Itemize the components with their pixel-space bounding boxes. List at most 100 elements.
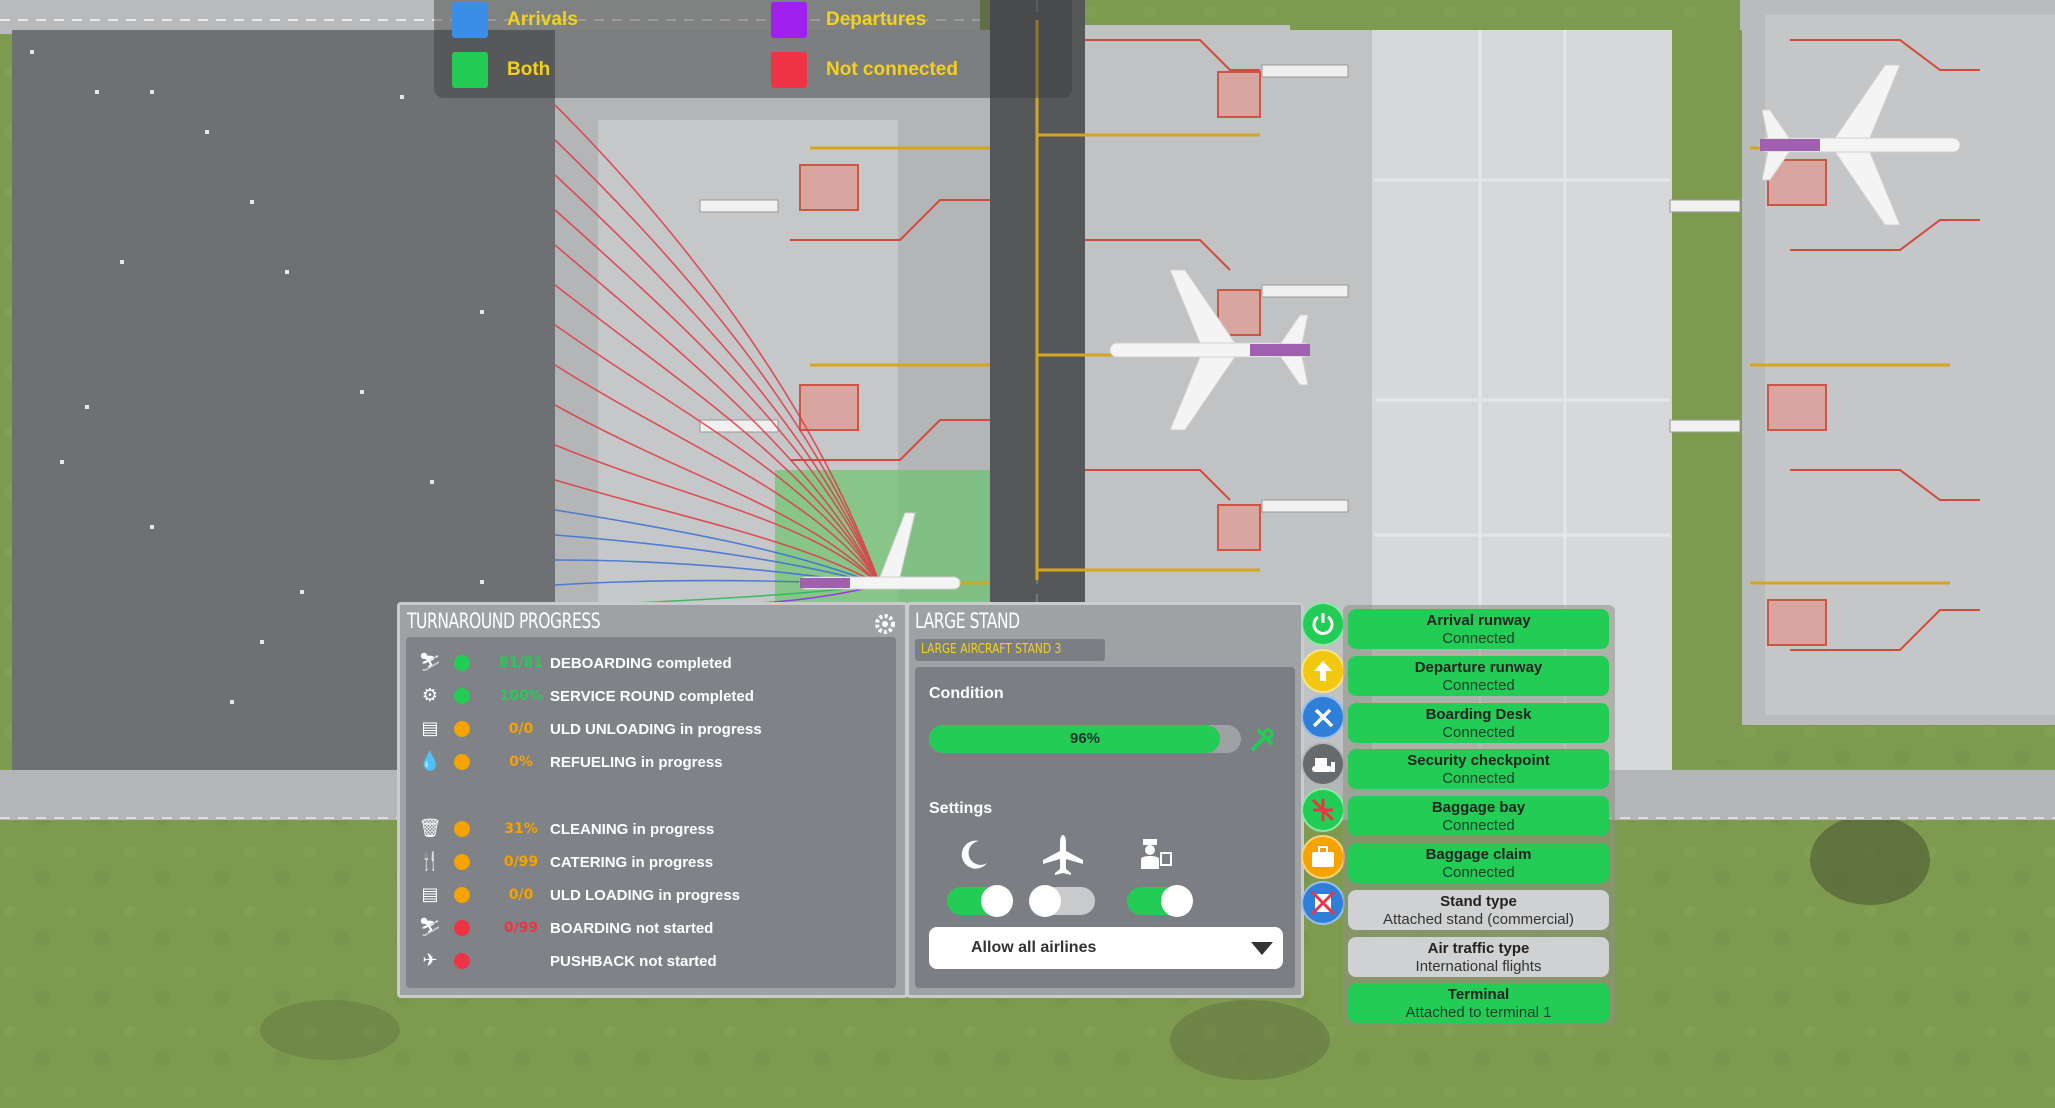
turnaround-label: ULD UNLOADING in progress [550, 720, 762, 738]
suitcase-button[interactable] [1301, 834, 1345, 879]
airline-select-value: Allow all airlines [971, 939, 1097, 956]
airplane-icon [1043, 835, 1083, 875]
turnaround-row: ✈ PUSHBACK not started [406, 946, 906, 976]
turnaround-label: ULD LOADING in progress [550, 886, 741, 904]
tools-button[interactable] [1301, 695, 1345, 739]
status-card-title: Arrival runway [1426, 612, 1531, 629]
status-dot [454, 920, 470, 936]
status-card-subtitle: Connected [1442, 676, 1515, 694]
turnaround-value: 0/0 [508, 887, 534, 903]
no-runway-icon [1309, 796, 1337, 824]
legend-label-not-connected: Not connected [826, 59, 958, 80]
airline-select[interactable]: Allow all airlines [929, 927, 1283, 969]
condition-bar: 96% [929, 725, 1241, 753]
legend-item-both: Both [452, 52, 550, 88]
status-dot [454, 721, 470, 737]
status-card-title: Air traffic type [1427, 939, 1530, 957]
turnaround-row: ▤ 0/0 ULD UNLOADING in progress [406, 714, 906, 744]
status-dot [454, 821, 470, 837]
turnaround-settings-button[interactable] [872, 611, 898, 637]
turnaround-row: 🗑31%CLEANING in progress [406, 814, 906, 844]
cleaning-icon: 🗑 [418, 818, 442, 839]
pushback-icon: ✈ [422, 950, 438, 971]
turnaround-list: ⛷ 81/81 DEBOARDING completed ⚙ 100% SERVICE R… [406, 637, 896, 988]
turnaround-value: 0% [509, 754, 533, 770]
no-bus-icon [1309, 889, 1337, 917]
aircraft-toggle[interactable] [1029, 885, 1095, 917]
legend-swatch-both [452, 52, 488, 88]
refueling-icon: 💧 [418, 751, 442, 772]
customs-toggle-group [1127, 835, 1197, 925]
turnaround-panel: TURNAROUND PROGRESS ⛷ 81/81 DEBOARDING com… [397, 602, 908, 998]
turnaround-value: 0/0 [508, 721, 534, 737]
service-round-icon: ⚙ [421, 685, 439, 706]
status-dot [454, 887, 470, 903]
route-legend: Arrivals Departures Both Not connected [434, 0, 1072, 98]
turnaround-label: PUSHBACK not started [550, 952, 717, 970]
arrow-up-icon [1310, 658, 1336, 684]
deboarding-icon: ⛷ [418, 652, 442, 673]
legend-label-both: Both [507, 59, 551, 80]
turnaround-value: 0/99 [503, 854, 539, 870]
status-card-subtitle: Connected [1442, 770, 1515, 788]
status-card-subtitle: Connected [1442, 630, 1515, 647]
status-card-subtitle: International flights [1415, 957, 1542, 975]
night-toggle[interactable] [947, 885, 1013, 917]
turnaround-label: SERVICE ROUND completed [550, 687, 754, 705]
status-card-title: Departure runway [1414, 658, 1543, 676]
stand-name-field[interactable]: LARGE AIRCRAFT STAND 3 [915, 639, 1105, 661]
customs-toggle[interactable] [1127, 885, 1193, 917]
chevron-down-icon [1251, 942, 1273, 955]
repair-button[interactable] [1247, 725, 1277, 755]
legend-swatch-departures [771, 2, 807, 38]
turnaround-value: 81/81 [498, 655, 544, 671]
status-card-subtitle: Attached stand (commercial) [1383, 910, 1574, 928]
legend-item-not-connected: Not connected [771, 52, 958, 88]
uld-unloading-icon: ▤ [421, 718, 439, 739]
settings-label: Settings [929, 800, 993, 817]
boarding-icon: ⛷ [418, 917, 442, 938]
turnaround-label: REFUELING in progress [550, 753, 723, 771]
stand-title: LARGE STAND [915, 609, 1020, 633]
turnaround-value: 31% [504, 821, 538, 837]
power-button[interactable] [1301, 602, 1345, 646]
bulldozer-icon [1309, 752, 1337, 776]
status-card-title: Boarding Desk [1425, 705, 1532, 723]
turnaround-row: ⛷ 81/81 DEBOARDING completed [406, 648, 906, 678]
turnaround-label: CATERING in progress [550, 853, 714, 871]
turnaround-label: DEBOARDING completed [550, 654, 732, 672]
turnaround-row: 🍴 0/99 CATERING in progress [406, 847, 906, 877]
night-toggle-group [947, 835, 1017, 925]
status-card-title: Stand type [1440, 892, 1517, 910]
status-dot [454, 754, 470, 770]
suitcase-icon [1310, 845, 1336, 869]
turnaround-title: TURNAROUND PROGRESS [407, 609, 601, 633]
status-card-title: Security checkpoint [1407, 752, 1550, 770]
turnaround-value: 100% [499, 688, 543, 704]
arrow-up-button[interactable] [1301, 648, 1345, 693]
moon-icon [961, 840, 987, 869]
status-card-title: Baggage claim [1425, 846, 1532, 863]
turnaround-row: ⚙ 100% SERVICE ROUND completed [406, 681, 906, 711]
catering-icon: 🍴 [418, 851, 442, 872]
no-bus-button[interactable] [1301, 881, 1345, 925]
bulldozer-button[interactable] [1301, 741, 1345, 786]
legend-label-departures: Departures [826, 9, 927, 30]
power-icon [1310, 611, 1336, 637]
status-card-title: Terminal [1447, 986, 1510, 1004]
status-dot [454, 688, 470, 704]
legend-label-arrivals: Arrivals [507, 9, 578, 30]
no-runway-button[interactable] [1301, 788, 1345, 832]
